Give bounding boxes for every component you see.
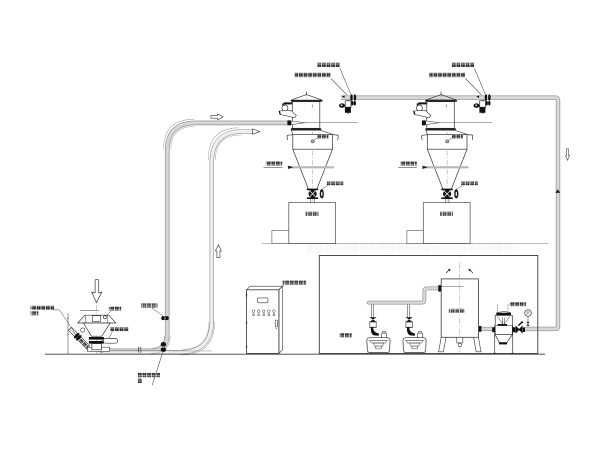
svg-text:P: P xyxy=(527,311,530,316)
